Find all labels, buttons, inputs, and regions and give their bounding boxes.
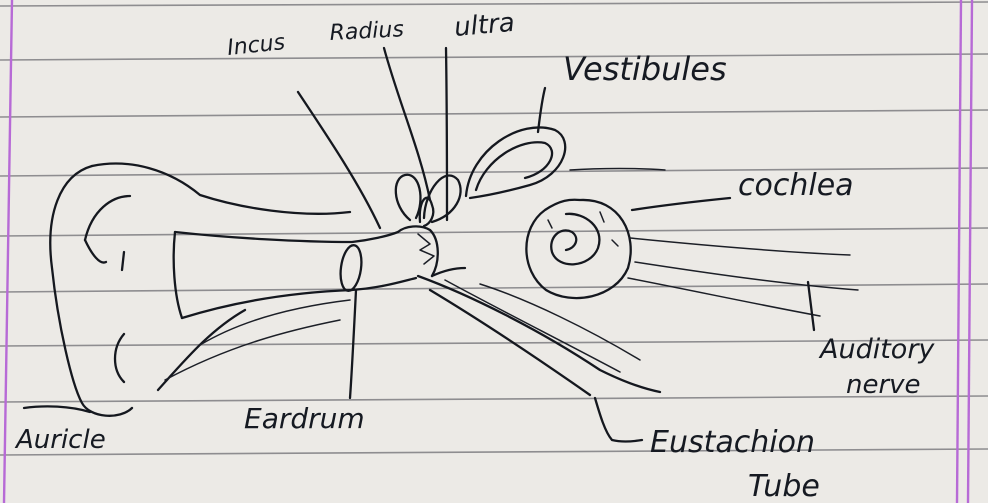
ossicle-left-loop	[396, 175, 421, 220]
label-vestibules: Vestibules	[563, 50, 727, 88]
ruled-line	[0, 228, 988, 236]
margin-line-right	[968, 0, 972, 503]
cochlea-hatch	[612, 240, 618, 246]
ossicle-stapes	[432, 268, 465, 276]
auricle-inner-fold	[85, 196, 130, 240]
ruled-line	[0, 2, 988, 6]
canal-left-wall	[174, 232, 182, 318]
vestibules-drawing	[466, 88, 665, 198]
eardrum-ellipse	[338, 244, 364, 292]
ruled-lines	[0, 2, 988, 455]
margin-lines	[4, 0, 972, 503]
ossicles	[396, 175, 465, 276]
vestibule-outer-loop	[466, 127, 565, 198]
auricle-tick	[122, 252, 124, 270]
label-auditory: Auditory	[818, 334, 935, 365]
ruled-line	[0, 396, 988, 402]
incus-leader	[298, 92, 380, 228]
vestibule-tail	[570, 169, 665, 171]
eustachian-upper	[418, 276, 660, 392]
label-ultra: ultra	[453, 8, 516, 43]
eardrum-drawing	[338, 244, 364, 398]
ruled-line	[0, 54, 988, 60]
top-leaders	[298, 48, 447, 228]
eustachian-leader	[595, 398, 642, 442]
canal-lower-wall	[182, 278, 416, 318]
ultra-leader	[446, 48, 447, 220]
radius-leader	[384, 48, 430, 200]
label-nerve: nerve	[846, 370, 921, 400]
label-tube: Tube	[748, 469, 820, 503]
cochlea-spiral	[551, 214, 599, 265]
auditory-nerve-drawing	[628, 238, 858, 330]
eustachian-tube-drawing	[418, 276, 660, 442]
cochlea-hatch	[600, 212, 604, 222]
auricle-top-rim	[92, 164, 350, 214]
label-auricle: Auricle	[14, 425, 106, 455]
cochlea-leader	[632, 198, 730, 210]
auditory-nerve-fiber	[630, 238, 850, 255]
cochlea-drawing	[526, 198, 730, 298]
margin-line-left	[4, 0, 12, 503]
auricle-leader	[24, 406, 90, 412]
label-eustachian: Eustachion	[650, 425, 815, 460]
margin-line-right	[957, 0, 961, 503]
labels: Incus Radius ultra Vestibules cochlea Au…	[14, 8, 935, 503]
auricle-lobe-curve	[115, 334, 124, 382]
vestibules-leader	[538, 88, 545, 132]
ruled-line	[0, 449, 988, 455]
label-radius: Radius	[329, 17, 404, 46]
ossicle-scribble	[418, 234, 434, 264]
label-incus: Incus	[226, 30, 286, 61]
cochlea-hatch	[548, 220, 552, 228]
ruled-line	[0, 110, 988, 117]
eustachian-fiber	[445, 280, 620, 372]
auricle-inner-curve	[85, 240, 106, 263]
auditory-nerve-leader	[808, 282, 814, 330]
label-cochlea: cochlea	[738, 168, 854, 203]
label-eardrum: Eardrum	[244, 402, 365, 435]
canal-lower-stroke	[165, 320, 340, 380]
ear-canal	[165, 232, 416, 380]
